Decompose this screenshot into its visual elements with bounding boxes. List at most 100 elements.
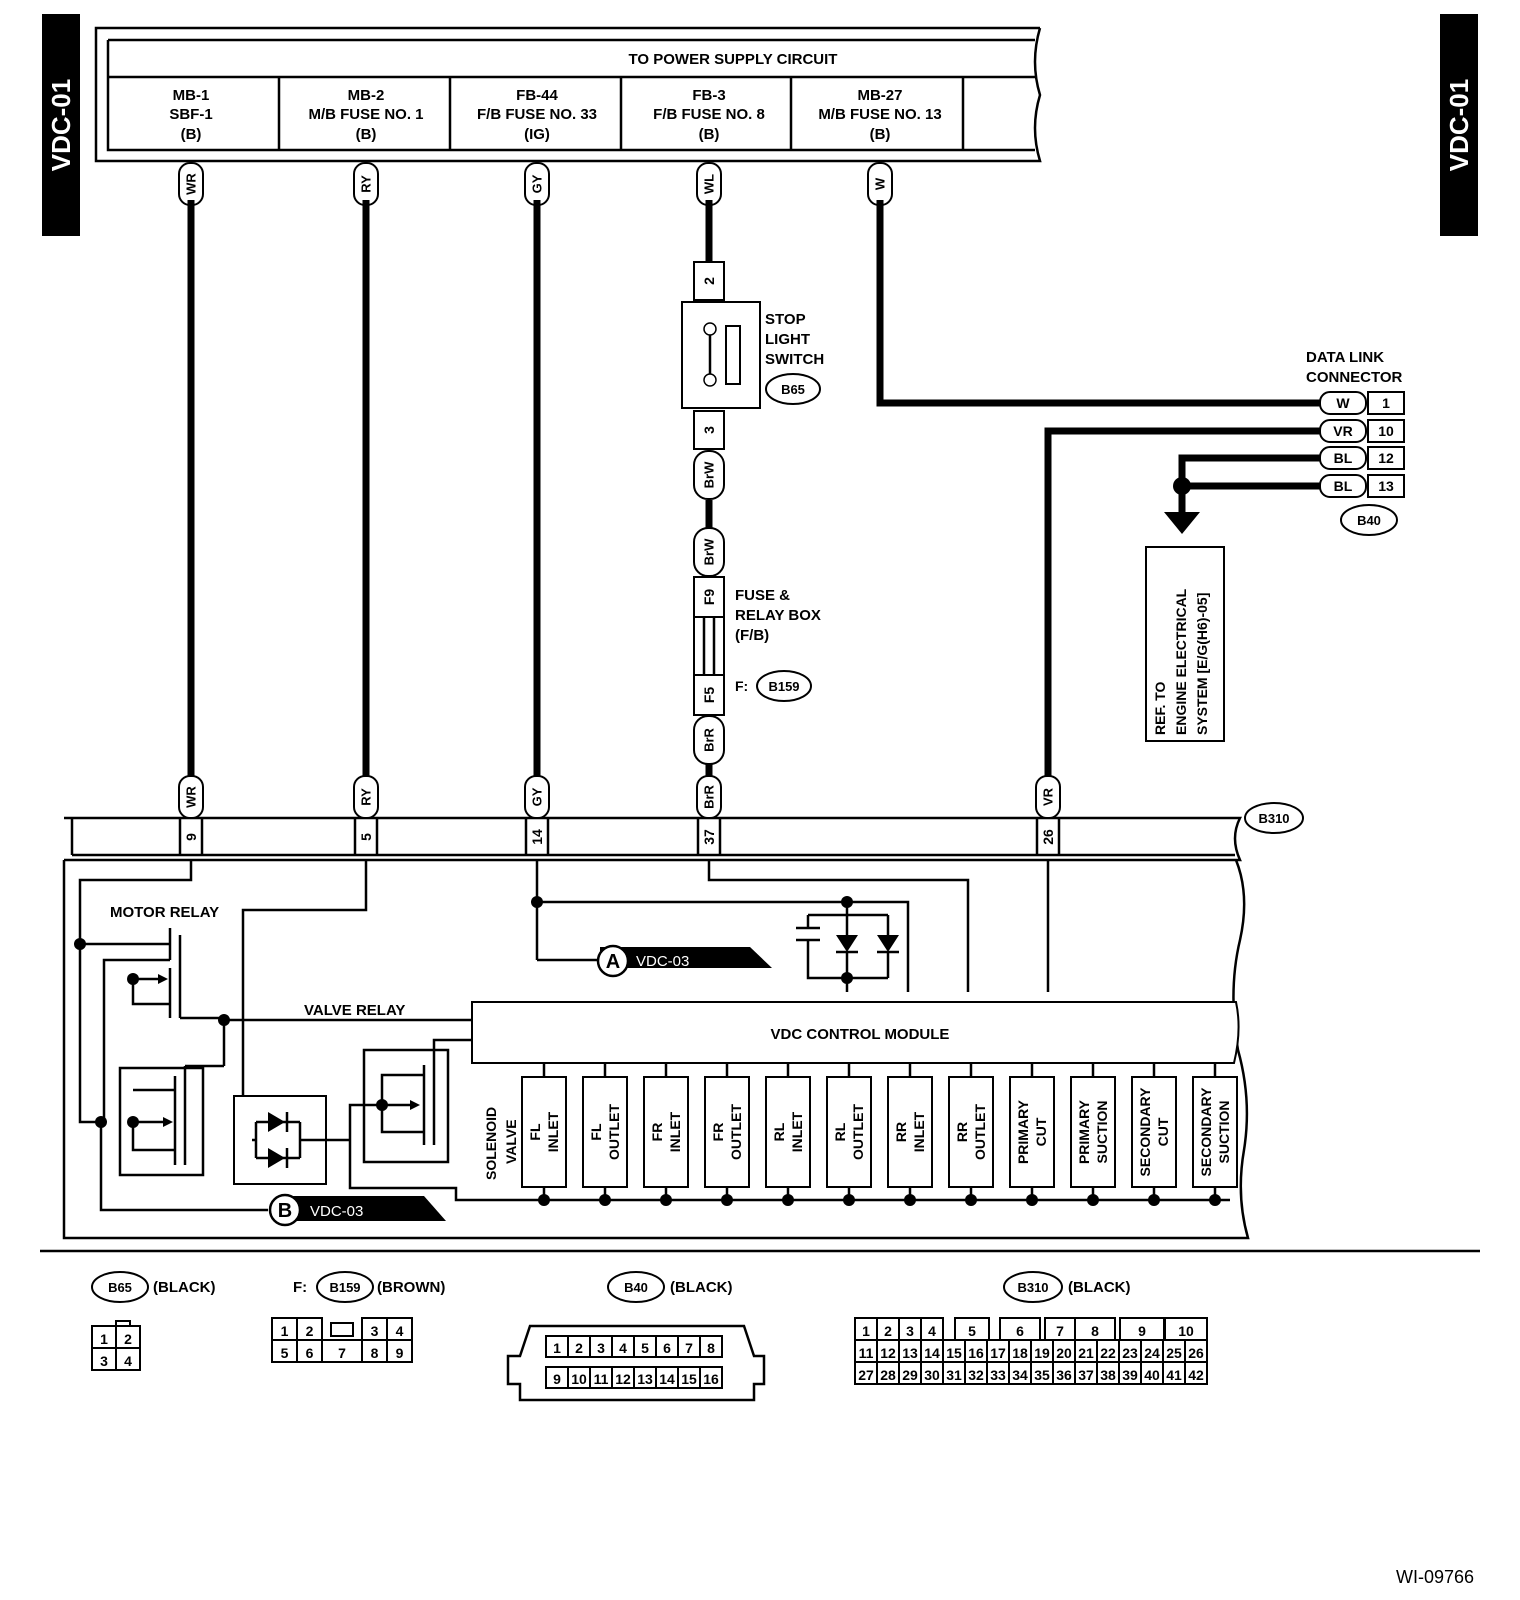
ref-a-arrow[interactable]: A VDC-03: [596, 944, 772, 978]
module-internal-wiring: [74, 860, 1230, 1212]
b159-pin: 1: [281, 1323, 289, 1339]
b65-pin: 3: [100, 1353, 108, 1369]
b159-pin: 2: [306, 1323, 314, 1339]
dlc-pin: 1: [1382, 395, 1390, 411]
ref-b-arrow[interactable]: B VDC-03: [268, 1193, 446, 1227]
b310-view-pin: 28: [880, 1367, 896, 1383]
valve-label-2: INLET: [667, 1111, 683, 1152]
fuse-mb-2[interactable]: MB-2M/B FUSE NO. 1(B)RY: [308, 87, 424, 206]
valve-label-1: RL: [832, 1122, 848, 1141]
fuse-fb-44[interactable]: FB-44F/B FUSE NO. 33(IG)GY: [477, 87, 597, 206]
b310-terminal-wire: WR: [184, 786, 199, 808]
fuse-state: (B): [356, 126, 377, 143]
fuse-name: F/B FUSE NO. 33: [477, 106, 597, 123]
fuse-wire-label: RY: [359, 175, 374, 193]
b159-pin: 7: [338, 1345, 346, 1361]
stop-light-pin-bottom: 3: [701, 426, 717, 434]
dlc-label-1: DATA LINK: [1306, 349, 1384, 366]
b310-view-pin: 36: [1056, 1367, 1072, 1383]
fuse-box-label-1: FUSE &: [735, 587, 790, 604]
b310-view-pin: 15: [946, 1345, 962, 1361]
valve-label-1: RL: [771, 1122, 787, 1141]
b310-view-pin: 18: [1012, 1345, 1028, 1361]
dlc-pin-10[interactable]: VR 10: [1319, 419, 1405, 443]
b159-pin: 9: [396, 1345, 404, 1361]
valve-label-2: OUTLET: [850, 1104, 866, 1160]
solenoid-label-1: SOLENOID: [483, 1107, 499, 1180]
b40-view-id: B40: [624, 1280, 648, 1295]
fuse-wire-label: GY: [530, 174, 545, 193]
b310-view-pin: 29: [902, 1367, 918, 1383]
b310-view-pin: 38: [1100, 1367, 1116, 1383]
ref-line-2: ENGINE ELECTRICAL: [1173, 588, 1189, 735]
valve-label-1: FR: [649, 1123, 665, 1142]
dlc-pin: 10: [1378, 423, 1394, 439]
fuse-fb-3[interactable]: FB-3F/B FUSE NO. 8(B)WL: [653, 87, 765, 206]
b40-pin: 15: [681, 1371, 697, 1387]
stop-light-label-2: LIGHT: [765, 331, 810, 348]
vdc-control-module[interactable]: VDC CONTROL MODULE: [471, 1001, 1240, 1064]
b310-terminal-pin: 37: [701, 829, 717, 845]
valve-label-1: RR: [893, 1122, 909, 1142]
b310-view-pin: 5: [968, 1323, 976, 1339]
fuse-box-label-3: (F/B): [735, 627, 769, 644]
b310-view-pin: 32: [968, 1367, 984, 1383]
b40-pin: 5: [641, 1340, 649, 1356]
stop-light-pin-top: 2: [701, 277, 717, 285]
b310-view-pin: 30: [924, 1367, 940, 1383]
b310-view-pin: 19: [1034, 1345, 1050, 1361]
ref-b-label: VDC-03: [310, 1203, 363, 1220]
b40-view-color: (BLACK): [670, 1279, 732, 1296]
dlc-wire: W: [1336, 395, 1350, 411]
ref-a-label: VDC-03: [636, 953, 689, 970]
b159-pin: 3: [371, 1323, 379, 1339]
b310-terminal-5[interactable]: RY5: [353, 775, 379, 855]
fuse-mb-27[interactable]: MB-27M/B FUSE NO. 13(B)W: [818, 87, 942, 206]
dlc-pin: 12: [1378, 450, 1394, 466]
b310-view-pin: 12: [880, 1345, 896, 1361]
dlc-wire: VR: [1333, 423, 1352, 439]
b310-connector-strip: B310: [64, 802, 1304, 862]
fuse-relay-box[interactable]: BrW F9 F5 BrR FUSE & RELAY BOX (F/B) F: …: [693, 527, 821, 765]
b310-terminal-wire: GY: [530, 787, 545, 806]
b310-view-pin: 35: [1034, 1367, 1050, 1383]
ref-engine-box: REF. TO ENGINE ELECTRICAL SYSTEM [E/G(H6…: [1145, 546, 1225, 742]
b310-terminal-9[interactable]: WR9: [178, 775, 204, 855]
fuse-box-connector: B159: [768, 679, 799, 694]
b310-view-id: B310: [1017, 1280, 1048, 1295]
fuse-box-wire-in: BrW: [702, 538, 717, 565]
b310-view-pin: 24: [1144, 1345, 1160, 1361]
fuse-wire-label: W: [873, 177, 888, 190]
stop-light-switch[interactable]: 2 3 BrW STOP LIGHT SWITCH B65: [681, 261, 824, 500]
b310-view-pin: 13: [902, 1345, 918, 1361]
b310-view-pin: 14: [924, 1345, 940, 1361]
vdc-control-module-label: VDC CONTROL MODULE: [771, 1026, 950, 1043]
valve-label-1: FR: [710, 1123, 726, 1142]
b310-view-pin: 20: [1056, 1345, 1072, 1361]
b310-view-pin: 6: [1016, 1323, 1024, 1339]
